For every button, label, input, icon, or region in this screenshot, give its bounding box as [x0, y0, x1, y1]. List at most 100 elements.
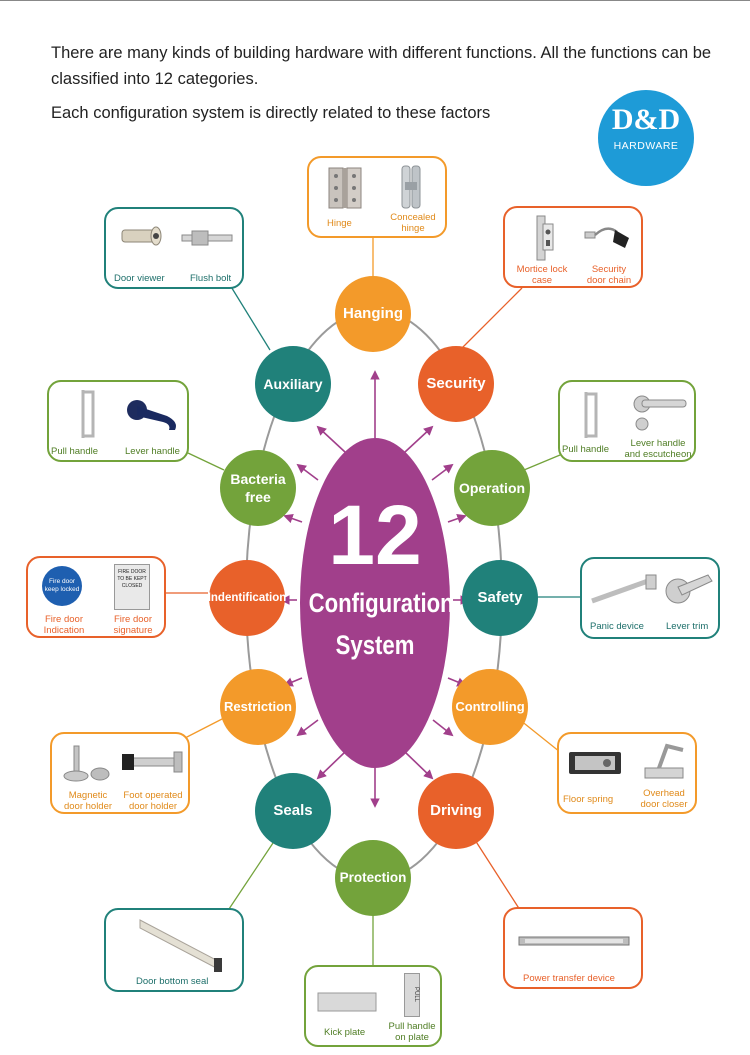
box-identification: Fire door keep locked FIRE DOOR TO BE KE… — [26, 556, 166, 638]
foot-line2: door holder — [128, 801, 178, 812]
node-restriction[interactable]: Restriction — [220, 669, 296, 745]
logo-line2: HARDWARE — [613, 140, 679, 152]
node-driving-label: Driving — [430, 802, 482, 819]
node-hanging-label: Hanging — [343, 305, 403, 322]
node-restriction-label: Restriction — [224, 699, 292, 714]
top-divider — [0, 0, 750, 1]
hinge-caption: Hinge — [327, 218, 352, 229]
sign-rect-line1: FIRE DOOR — [118, 569, 146, 575]
node-controlling-label: Controlling — [455, 699, 525, 714]
node-identification[interactable]: Indentification — [207, 560, 287, 636]
box-auxiliary: Door viewer Flush bolt — [104, 207, 244, 289]
lever-escutcheon-image — [633, 395, 687, 431]
chain-line2: door chain — [586, 275, 632, 286]
node-auxiliary-label: Auxiliary — [263, 376, 323, 392]
pull-handle-left-caption: Pull handle — [51, 446, 99, 457]
chain-line1: Security — [591, 264, 627, 275]
fire-ind-line1: Fire door — [44, 614, 83, 625]
flush-bolt-caption: Flush bolt — [190, 273, 232, 284]
pull-plate-line1: Pull handle — [388, 1021, 436, 1032]
node-auxiliary[interactable]: Auxiliary — [255, 346, 331, 422]
node-bacteria-line1: Bacteria — [230, 471, 286, 487]
lever-esc-line2: and escutcheon — [624, 449, 692, 460]
mortice-line2: case — [531, 275, 553, 286]
door-bottom-seal-caption: Door bottom seal — [136, 976, 209, 987]
node-bacteria-line2: free — [245, 489, 271, 505]
lever-handle-left-caption: Lever handle — [125, 446, 180, 457]
pull-plate-label: PULL — [413, 987, 419, 1003]
node-safety[interactable]: Safety — [462, 560, 538, 636]
lever-trim-caption: Lever trim — [666, 621, 709, 632]
node-driving[interactable]: Driving — [418, 773, 494, 849]
fire-sig-line2: signature — [113, 625, 153, 636]
factors-text: Each configuration system is directly re… — [51, 104, 491, 122]
box-bacteria-free: Pull handle Lever handle — [47, 380, 189, 462]
flush-bolt-image — [181, 230, 233, 246]
node-protection-label: Protection — [339, 870, 407, 885]
lever-esc-line1: Lever handle — [630, 438, 686, 449]
center-configuration-system: 12 Configuration System — [300, 438, 454, 768]
node-identification-label: Indentification — [207, 592, 287, 604]
lever-handle-left-image — [127, 400, 176, 430]
concealed-hinge-line2: hinge — [401, 223, 425, 234]
logo-line1: D&D — [611, 103, 681, 136]
node-protection[interactable]: Protection — [335, 840, 411, 916]
concealed-hinge-image — [401, 165, 421, 209]
mortice-lock-image — [536, 215, 554, 261]
fire-door-sign-circle: Fire door keep locked — [42, 566, 82, 606]
magnetic-line1: Magnetic — [68, 790, 108, 801]
foot-holder-image — [122, 751, 183, 773]
floor-spring-image — [569, 752, 621, 774]
node-bacteria-free-label: Bacteria free — [230, 470, 285, 506]
lever-trim-image — [665, 574, 713, 604]
node-operation-label: Operation — [458, 480, 526, 496]
sign-rect-line3: CLOSED — [121, 583, 143, 589]
center-number: 12 — [328, 488, 422, 582]
pull-handle-right-image — [584, 392, 598, 438]
fire-sig-line1: Fire door — [113, 614, 152, 625]
node-security[interactable]: Security — [418, 346, 494, 422]
foot-line1: Foot operated — [123, 790, 183, 801]
node-security-label: Security — [426, 375, 486, 392]
node-bacteria-free[interactable]: Bacteria free — [220, 450, 296, 526]
kick-plate-image — [317, 992, 377, 1012]
floor-spring-caption: Floor spring — [563, 794, 614, 805]
sign-circle-line1: Fire door — [48, 578, 75, 585]
node-hanging[interactable]: Hanging — [335, 276, 411, 352]
node-operation[interactable]: Operation — [454, 450, 530, 526]
pull-handle-right-caption: Pull handle — [562, 444, 610, 455]
hinge-image — [328, 167, 362, 209]
fire-door-sign-rect: FIRE DOOR TO BE KEPT CLOSED — [114, 564, 150, 610]
box-seals: Door bottom seal — [104, 908, 244, 992]
concealed-hinge-line1: Concealed — [390, 212, 436, 223]
door-viewer-caption: Door viewer — [114, 273, 165, 284]
magnetic-holder-image — [63, 745, 110, 782]
fire-ind-line2: Indication — [43, 625, 85, 636]
kick-plate-caption: Kick plate — [324, 1027, 366, 1038]
door-viewer-image — [121, 226, 162, 246]
security-chain-image — [584, 227, 629, 248]
sign-rect-line2: TO BE KEPT — [117, 576, 147, 582]
magnetic-line2: door holder — [63, 801, 113, 812]
pull-plate-image: PULL — [404, 973, 420, 1017]
overhead-line1: Overhead — [643, 788, 685, 799]
box-driving: Power transfer device — [503, 907, 643, 989]
node-safety-label: Safety — [477, 589, 523, 606]
node-seals[interactable]: Seals — [255, 773, 331, 849]
node-controlling[interactable]: Controlling — [452, 669, 528, 745]
